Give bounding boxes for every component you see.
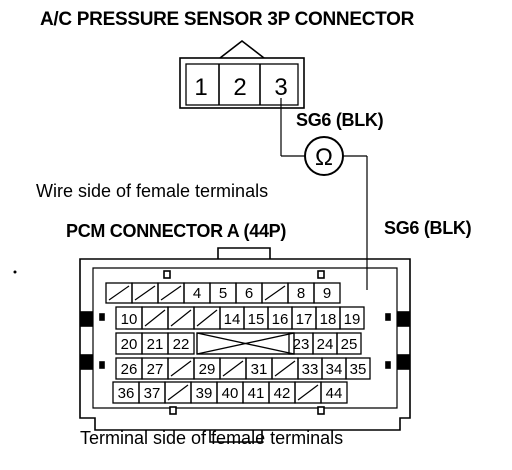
empty-terminal-slash [170, 360, 192, 377]
empty-terminal-slash [144, 309, 166, 327]
terminal-label-14: 14 [224, 311, 241, 328]
terminal-label-21: 21 [147, 336, 164, 353]
pcm-connector-title: PCM CONNECTOR A (44P) [66, 221, 287, 241]
terminal-cell-44 [320, 381, 348, 404]
terminal-label-39: 39 [196, 385, 213, 402]
terminal-cell-19 [339, 306, 365, 330]
sensor-3p-connector [179, 39, 305, 109]
terminal-label-25: 25 [341, 336, 358, 353]
pcm-connector-housing [79, 247, 411, 443]
terminal-label-22: 22 [173, 336, 190, 353]
wire-label-top: SG6 (BLK) [296, 110, 384, 130]
stray-mark [13, 270, 17, 274]
empty-terminal-slash [222, 360, 244, 377]
ohm-symbol: Ω [315, 144, 333, 171]
terminal-label-35: 35 [350, 361, 367, 378]
terminal-label-9: 9 [323, 285, 331, 302]
terminal-label-23: 23 [293, 336, 310, 353]
terminal-label-37: 37 [144, 385, 161, 402]
ohmmeter-circle [304, 136, 344, 176]
empty-terminal-slash [274, 360, 296, 377]
terminal-label-26: 26 [121, 361, 138, 378]
sensor-pin-3: 3 [274, 74, 287, 101]
empty-terminal-slash [297, 384, 319, 401]
terminal-label-6: 6 [245, 285, 253, 302]
terminal-label-4: 4 [193, 285, 201, 302]
terminal-label-31: 31 [251, 361, 268, 378]
empty-terminal-slash [134, 285, 156, 301]
sensor-pin-1: 1 [194, 74, 207, 101]
sensor-pin-2: 2 [233, 74, 246, 101]
empty-terminal-slash [170, 309, 192, 327]
terminal-cell-35 [345, 357, 371, 380]
terminal-label-41: 41 [248, 385, 265, 402]
terminal-label-20: 20 [121, 336, 138, 353]
terminal-label-42: 42 [274, 385, 291, 402]
sensor-connector-title: A/C PRESSURE SENSOR 3P CONNECTOR [40, 9, 414, 30]
terminal-cell-22 [167, 332, 195, 355]
empty-terminal-slash [160, 285, 182, 301]
terminal-label-44: 44 [326, 385, 343, 402]
terminal-label-18: 18 [320, 311, 337, 328]
terminal-label-17: 17 [296, 311, 313, 328]
terminal-label-5: 5 [219, 285, 227, 302]
terminal-label-27: 27 [147, 361, 164, 378]
terminal-side-caption: Terminal side of female terminals [80, 428, 344, 448]
terminal-cell-9 [313, 282, 341, 304]
blocked-zone [196, 332, 295, 355]
terminal-label-34: 34 [326, 361, 343, 378]
terminal-cell-25 [336, 332, 362, 355]
terminal-label-15: 15 [248, 311, 265, 328]
terminal-label-8: 8 [297, 285, 305, 302]
terminal-label-16: 16 [272, 311, 289, 328]
terminal-label-10: 10 [121, 311, 138, 328]
terminal-label-33: 33 [302, 361, 319, 378]
pcm-terminal-grid: 4 5 6 8 9 10 14 15 16 17 18 19 20 21 22 23 24 25 26 27 29 31 3… [105, 282, 371, 404]
empty-terminal-slash [196, 309, 218, 327]
empty-terminal-slash [264, 285, 286, 301]
wire-side-caption: Wire side of female terminals [36, 181, 269, 201]
empty-terminal-slash [108, 285, 130, 301]
empty-terminal-slash [167, 384, 189, 401]
terminal-label-29: 29 [199, 361, 216, 378]
terminal-label-40: 40 [222, 385, 239, 402]
terminal-label-24: 24 [317, 336, 334, 353]
wire-label-right: SG6 (BLK) [384, 218, 472, 238]
terminal-label-36: 36 [118, 385, 135, 402]
terminal-label-19: 19 [344, 311, 361, 328]
